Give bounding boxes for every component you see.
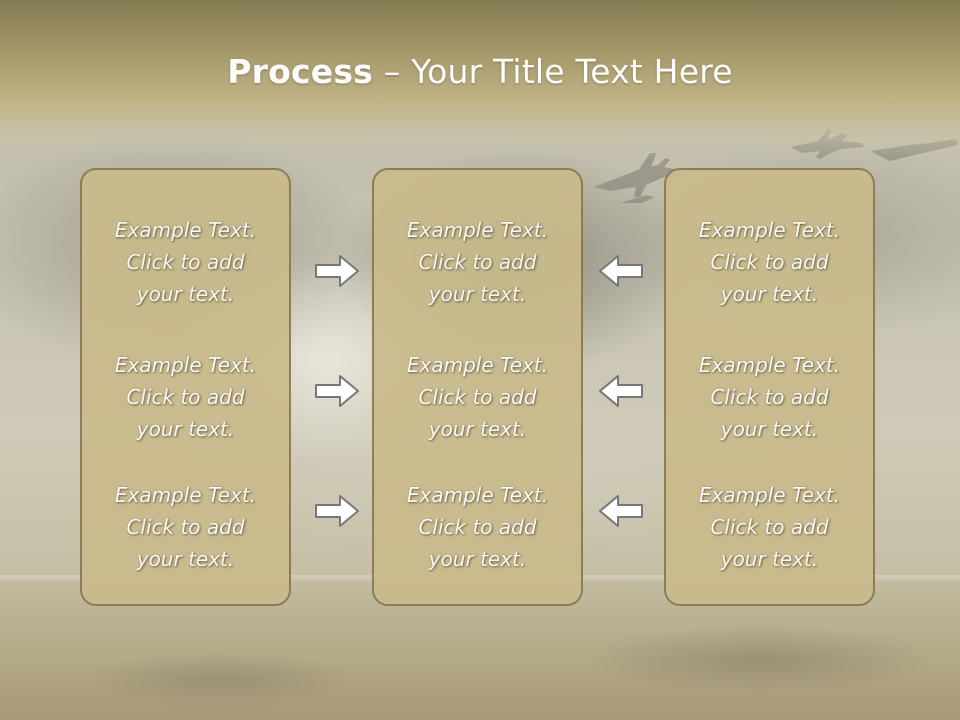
text-line: your text. [428,417,527,441]
text-line: your text. [720,282,819,306]
left-arrow-icon[interactable] [598,493,644,529]
text-line: your text. [136,282,235,306]
text-line: Example Text. [114,353,257,377]
left-arrow-icon[interactable] [598,373,644,409]
placeholder-text-block[interactable]: Example Text. Click to add your text. [374,479,581,575]
text-line: Click to add [126,250,245,274]
text-line: Example Text. [698,218,841,242]
slide-title-bold: Process [227,52,374,91]
text-line: your text. [720,417,819,441]
process-panel-left[interactable]: Example Text. Click to add your text. Ex… [80,168,291,606]
text-line: Click to add [710,250,829,274]
right-arrow-icon[interactable] [314,493,360,529]
placeholder-text-block[interactable]: Example Text. Click to add your text. [374,349,581,445]
slide-title-rest: – Your Title Text Here [373,52,733,91]
text-line: Example Text. [698,353,841,377]
process-panel-center[interactable]: Example Text. Click to add your text. Ex… [372,168,583,606]
text-line: your text. [136,417,235,441]
placeholder-text-block[interactable]: Example Text. Click to add your text. [666,479,873,575]
text-line: your text. [428,282,527,306]
text-line: Click to add [418,385,537,409]
text-line: Example Text. [406,218,549,242]
text-line: your text. [720,547,819,571]
left-arrow-icon[interactable] [598,253,644,289]
text-line: your text. [428,547,527,571]
right-arrow-icon[interactable] [314,373,360,409]
text-line: Click to add [710,515,829,539]
text-line: Click to add [126,385,245,409]
text-line: your text. [136,547,235,571]
text-line: Example Text. [406,353,549,377]
text-line: Example Text. [114,483,257,507]
text-line: Click to add [126,515,245,539]
right-arrow-icon[interactable] [314,253,360,289]
text-line: Click to add [418,515,537,539]
title-band [0,0,960,160]
placeholder-text-block[interactable]: Example Text. Click to add your text. [666,214,873,310]
placeholder-text-block[interactable]: Example Text. Click to add your text. [82,349,289,445]
placeholder-text-block[interactable]: Example Text. Click to add your text. [666,349,873,445]
placeholder-text-block[interactable]: Example Text. Click to add your text. [82,479,289,575]
process-panel-right[interactable]: Example Text. Click to add your text. Ex… [664,168,875,606]
text-line: Click to add [418,250,537,274]
placeholder-text-block[interactable]: Example Text. Click to add your text. [82,214,289,310]
slide-title[interactable]: Process – Your Title Text Here [0,52,960,91]
text-line: Example Text. [698,483,841,507]
text-line: Example Text. [406,483,549,507]
text-line: Example Text. [114,218,257,242]
text-line: Click to add [710,385,829,409]
placeholder-text-block[interactable]: Example Text. Click to add your text. [374,214,581,310]
